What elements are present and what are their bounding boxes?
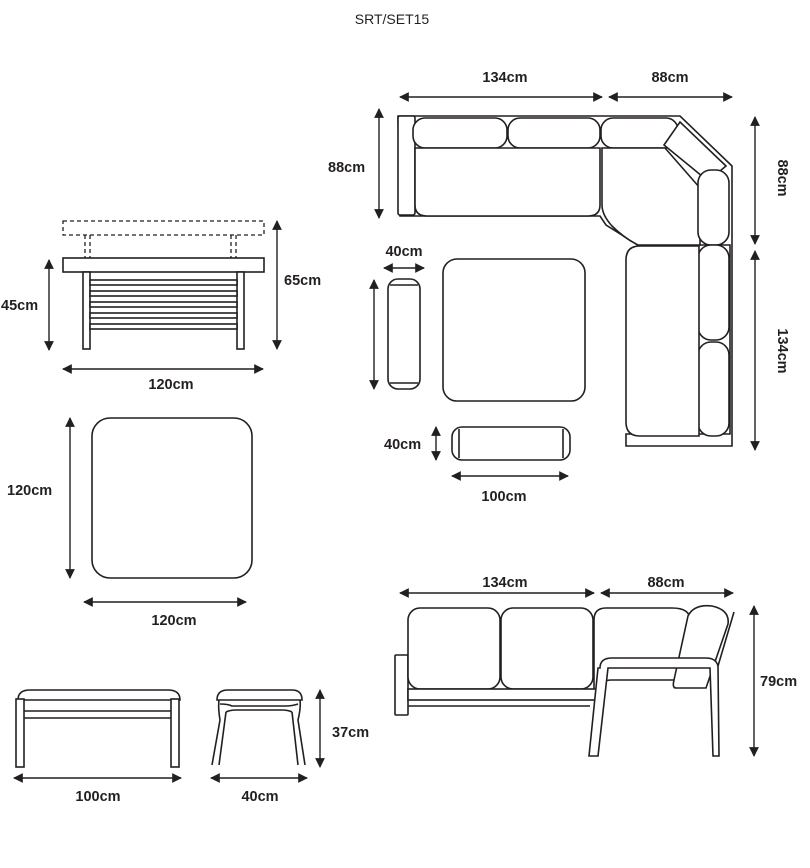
plan-left-depth-label: 88cm — [328, 160, 365, 176]
stool-width-label: 40cm — [241, 789, 278, 805]
stool-height-label: 37cm — [332, 725, 369, 741]
plan-right-depth-label: 88cm — [774, 159, 790, 196]
table-top-width-label: 120cm — [151, 613, 196, 629]
front-sofa-length-label: 134cm — [482, 575, 527, 591]
plan-table — [442, 258, 586, 402]
corner-sofa-plan-view — [397, 115, 733, 447]
bench-front-view — [15, 689, 181, 768]
sofa-front-view — [394, 604, 735, 757]
plan-corner-width-label: 88cm — [651, 70, 688, 86]
table-top-view — [91, 417, 253, 579]
stool-side-view — [211, 689, 306, 766]
drawing-title: SRT/SET15 — [355, 11, 430, 27]
plan-cushion-horizontal — [451, 426, 571, 461]
front-height-label: 79cm — [760, 674, 797, 690]
table-depth-label: 120cm — [7, 483, 52, 499]
table-side-view — [62, 220, 265, 350]
plan-sofa-length-label: 134cm — [482, 70, 527, 86]
plan-cushion-width-label: 40cm — [385, 244, 422, 260]
table-height-raised-label: 65cm — [284, 273, 321, 289]
plan-footstool-depth-label: 40cm — [384, 437, 421, 453]
bench-width-label: 100cm — [75, 789, 120, 805]
front-corner-width-label: 88cm — [647, 575, 684, 591]
plan-footstool-width-label: 100cm — [481, 489, 526, 505]
table-width-label: 120cm — [148, 377, 193, 393]
plan-right-length-label: 134cm — [774, 328, 790, 373]
table-height-low-label: 45cm — [1, 298, 38, 314]
plan-cushion-vertical — [387, 278, 421, 390]
